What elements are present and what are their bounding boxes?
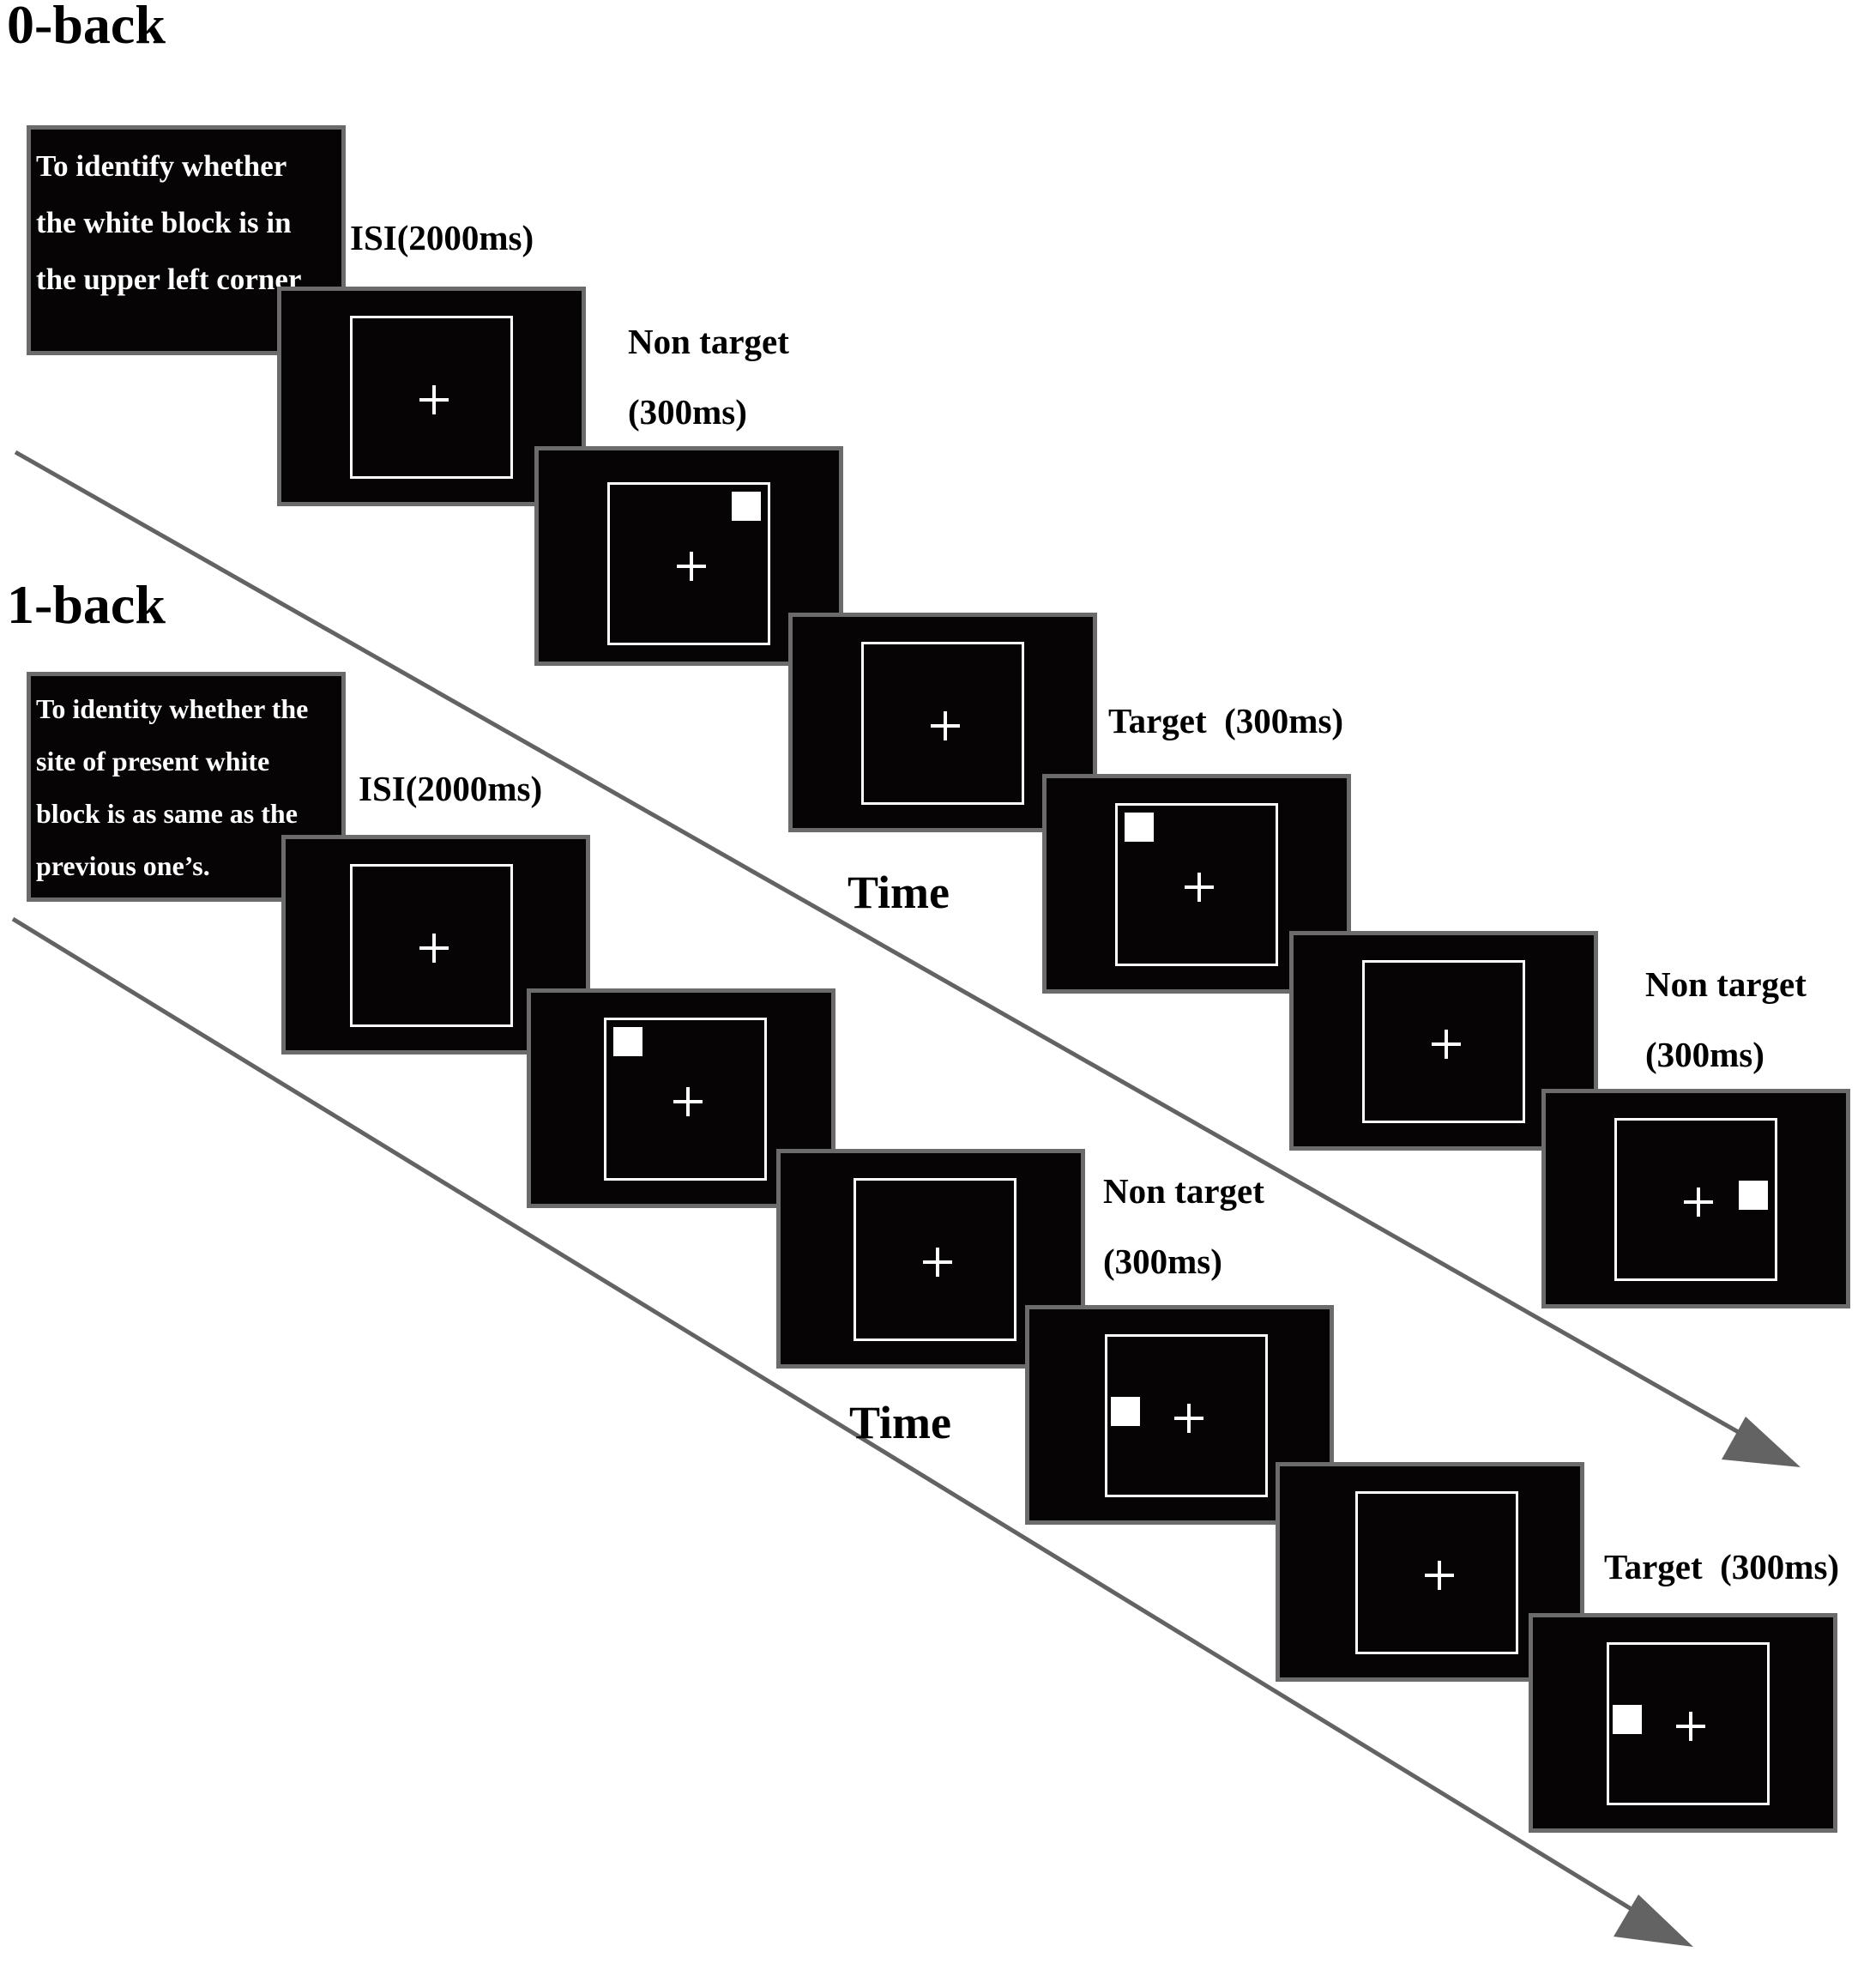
isi-label-0back: ISI(2000ms) [350, 218, 534, 257]
target-label-1back: Target (300ms) [1604, 1547, 1840, 1586]
non-target-label-2-line2: (300ms) [1645, 1035, 1764, 1074]
white-block [1739, 1181, 1768, 1210]
plus-icon [1684, 1187, 1713, 1217]
time-arrow-0back-line [14, 450, 1749, 1440]
white-block [613, 1027, 642, 1056]
instruction-screen-0back: To identify whether the white block is i… [27, 125, 346, 355]
stimulus-frame [1105, 1334, 1268, 1497]
plus-icon [923, 1248, 952, 1277]
plus-icon [1174, 1404, 1203, 1433]
plus-icon [419, 934, 449, 963]
heading-1back: 1-back [7, 574, 166, 635]
stimulus-frame [861, 642, 1024, 805]
plus-icon [677, 552, 706, 581]
stimulus-frame [607, 482, 770, 645]
non-target-label-1-line2: (300ms) [628, 392, 747, 432]
non-target-label-1-line1: Non target [628, 322, 789, 361]
plus-icon [673, 1087, 703, 1116]
instruction-line: To identify whether [36, 149, 287, 183]
white-block [732, 492, 761, 521]
time-arrow-0back-head [1722, 1417, 1801, 1467]
plus-icon [1185, 873, 1214, 902]
non-target-screen [1541, 1089, 1850, 1308]
stimulus-frame [350, 864, 513, 1027]
isi-label-1back: ISI(2000ms) [359, 769, 543, 808]
white-block [1613, 1705, 1642, 1734]
stimulus-frame [1362, 960, 1525, 1123]
stimulus-frame [1607, 1642, 1770, 1805]
instruction-line: previous one’s. [36, 850, 210, 881]
stimulus-frame [854, 1178, 1016, 1341]
white-block [1125, 813, 1154, 842]
time-arrow-1back-head [1614, 1895, 1693, 1947]
instruction-line: the white block is in [36, 206, 292, 239]
stimulus-frame [604, 1018, 767, 1181]
stimulus-frame [350, 316, 513, 479]
non-target-label-line2: (300ms) [1103, 1242, 1222, 1281]
plus-icon [1432, 1030, 1461, 1059]
non-target-label-line1: Non target [1103, 1171, 1264, 1211]
heading-0back: 0-back [7, 0, 166, 55]
stimulus-frame [1614, 1118, 1777, 1281]
stimulus-frame [1355, 1491, 1518, 1654]
instruction-line: the upper left corner [36, 263, 302, 296]
white-block [1111, 1397, 1140, 1426]
plus-icon [419, 385, 449, 414]
instruction-screen-1back: To identity whether the site of present … [27, 672, 346, 902]
stimulus-frame [1115, 803, 1278, 966]
instruction-line: block is as same as the [36, 798, 298, 829]
target-label-0back: Target (300ms) [1108, 701, 1344, 740]
time-label-1back: Time [849, 1397, 951, 1448]
plus-icon [1425, 1561, 1454, 1590]
plus-icon [931, 711, 960, 740]
time-label-0back: Time [848, 867, 950, 918]
time-arrow-1back-line [11, 916, 1640, 1916]
plus-icon [1676, 1712, 1705, 1741]
target-screen [1529, 1613, 1837, 1833]
instruction-line: To identity whether the [36, 693, 309, 724]
non-target-label-2-line1: Non target [1645, 964, 1807, 1004]
instruction-line: site of present white [36, 746, 270, 777]
